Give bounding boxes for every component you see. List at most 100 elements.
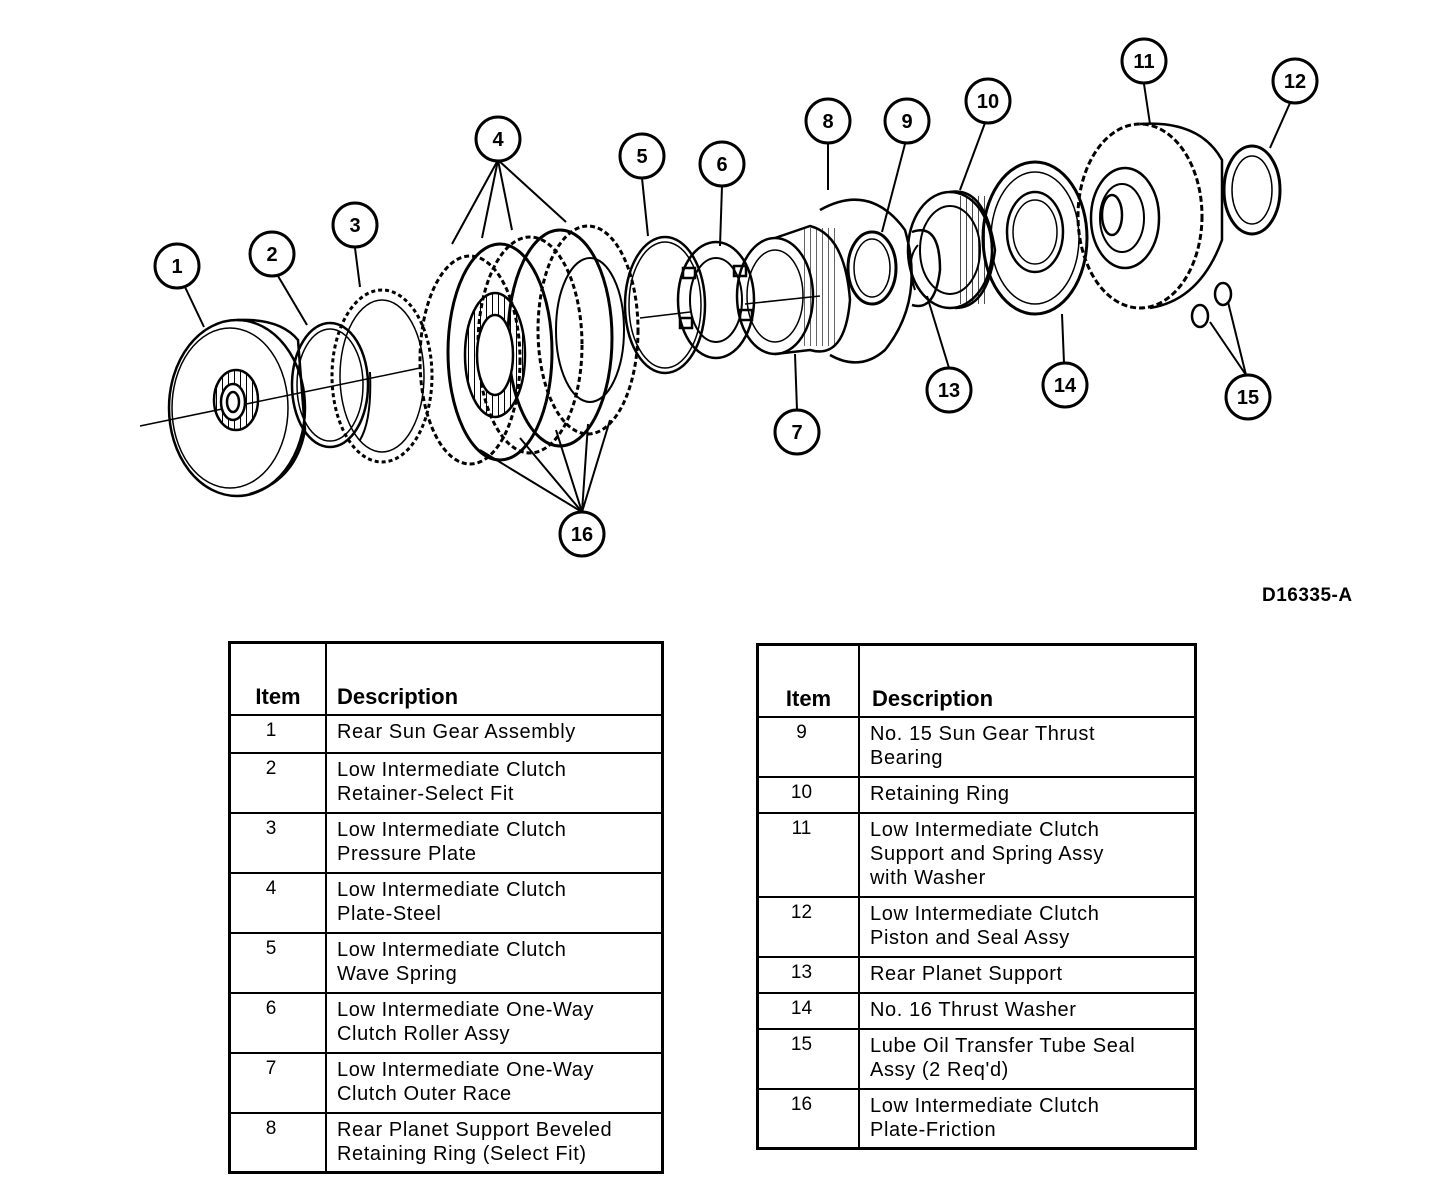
item-number: 5 <box>228 931 327 994</box>
item-number: 7 <box>228 1051 327 1114</box>
part-lube-oil-seals <box>1190 281 1233 329</box>
desc-line: Plate-Friction <box>870 1118 997 1141</box>
callout-10: 10 <box>964 77 1012 125</box>
callout-circle <box>964 77 1012 125</box>
item-column-header: Item <box>228 641 327 716</box>
desc-line: Rear Planet Support <box>870 962 1063 985</box>
desc-line: Clutch Outer Race <box>337 1082 512 1105</box>
part-piston-seal-assembly <box>981 160 1089 316</box>
desc-line: Low Intermediate Clutch <box>337 758 567 781</box>
callout-label: 1 <box>171 256 182 278</box>
desc-line: with Washer <box>870 866 986 889</box>
part-rear-sun-gear-assembly <box>167 318 307 498</box>
part-retaining-ring <box>909 229 942 308</box>
callout-label: 3 <box>349 215 360 237</box>
part-support-spring-assembly <box>906 190 997 310</box>
desc-line: Low Intermediate Clutch <box>870 902 1100 925</box>
callout-label: 8 <box>822 111 833 133</box>
legend-table-left: Item Description 1 Rear Sun Gear Assembl… <box>228 641 664 1174</box>
callout-label: 14 <box>1054 375 1077 397</box>
item-description: No. 16 Thrust Washer <box>858 991 1197 1030</box>
callout-label: 11 <box>1133 51 1154 73</box>
callout-circle <box>474 115 522 163</box>
item-column-header: Item <box>756 643 860 718</box>
part-one-way-clutch-outer-race <box>735 224 852 356</box>
part-thrust-bearing <box>846 230 898 306</box>
callout-15: 15 <box>1224 373 1272 421</box>
callout-16: 16 <box>558 510 606 558</box>
callout-circle <box>248 230 296 278</box>
callout-14: 14 <box>1041 361 1089 409</box>
callout-11: 11 <box>1120 37 1168 85</box>
legend-header-row: Item Description <box>756 643 1197 718</box>
leader-lines <box>184 83 1291 513</box>
callout-circle <box>804 97 852 145</box>
callout-circle <box>883 97 931 145</box>
callout-2: 2 <box>248 230 296 278</box>
desc-line: Retaining Ring (Select Fit) <box>337 1142 587 1165</box>
desc-line: Bearing <box>870 746 944 769</box>
item-number: 14 <box>756 991 860 1030</box>
callout-label: 10 <box>977 91 999 113</box>
callout-label: 4 <box>492 129 504 151</box>
desc-line: Wave Spring <box>337 962 458 985</box>
item-number: 10 <box>756 775 860 814</box>
callout-circle <box>1120 37 1168 85</box>
part-wave-spring <box>623 235 707 375</box>
item-number: 1 <box>228 713 327 754</box>
desc-line: Rear Planet Support Beveled <box>337 1118 613 1141</box>
item-number: 12 <box>756 895 860 958</box>
part-clutch-retainer-ring <box>290 321 370 449</box>
callout-7: 7 <box>773 408 821 456</box>
legend-row: 14 No. 16 Thrust Washer <box>756 991 1197 1030</box>
callout-circle <box>1271 57 1319 105</box>
callout-5: 5 <box>618 132 666 180</box>
desc-line: Retaining Ring <box>870 782 1010 805</box>
callout-label: 7 <box>791 422 802 444</box>
callout-4: 4 <box>474 115 522 163</box>
item-number: 16 <box>756 1087 860 1150</box>
callout-12: 12 <box>1271 57 1319 105</box>
legend-header-row: Item Description <box>228 641 664 716</box>
item-number: 2 <box>228 751 327 814</box>
callout-label: 12 <box>1284 71 1306 93</box>
item-number: 15 <box>756 1027 860 1090</box>
desc-line: Retainer-Select Fit <box>337 782 515 805</box>
part-one-way-clutch-roller <box>676 240 756 360</box>
legend-row: 10 Retaining Ring <box>756 775 1197 814</box>
callout-circle <box>1224 373 1272 421</box>
legend-table-right: Item Description 9 No. 15 Sun Gear Thrus… <box>756 643 1197 1150</box>
callout-circle <box>558 510 606 558</box>
callout-label: 5 <box>636 146 647 168</box>
desc-line: Support and Spring Assy <box>870 842 1104 865</box>
part-thrust-washer <box>1222 144 1282 236</box>
legend-row: 1 Rear Sun Gear Assembly <box>228 713 664 754</box>
desc-line: Lube Oil Transfer Tube Seal <box>870 1034 1136 1057</box>
part-rear-planet-support <box>1076 122 1224 310</box>
callout-13: 13 <box>925 366 973 414</box>
item-description: Rear Planet Support <box>858 955 1197 994</box>
item-description: Rear Sun Gear Assembly <box>325 713 664 754</box>
desc-line: Low Intermediate Clutch <box>337 818 567 841</box>
callout-3: 3 <box>331 201 379 249</box>
desc-line: Rear Sun Gear Assembly <box>337 720 576 743</box>
